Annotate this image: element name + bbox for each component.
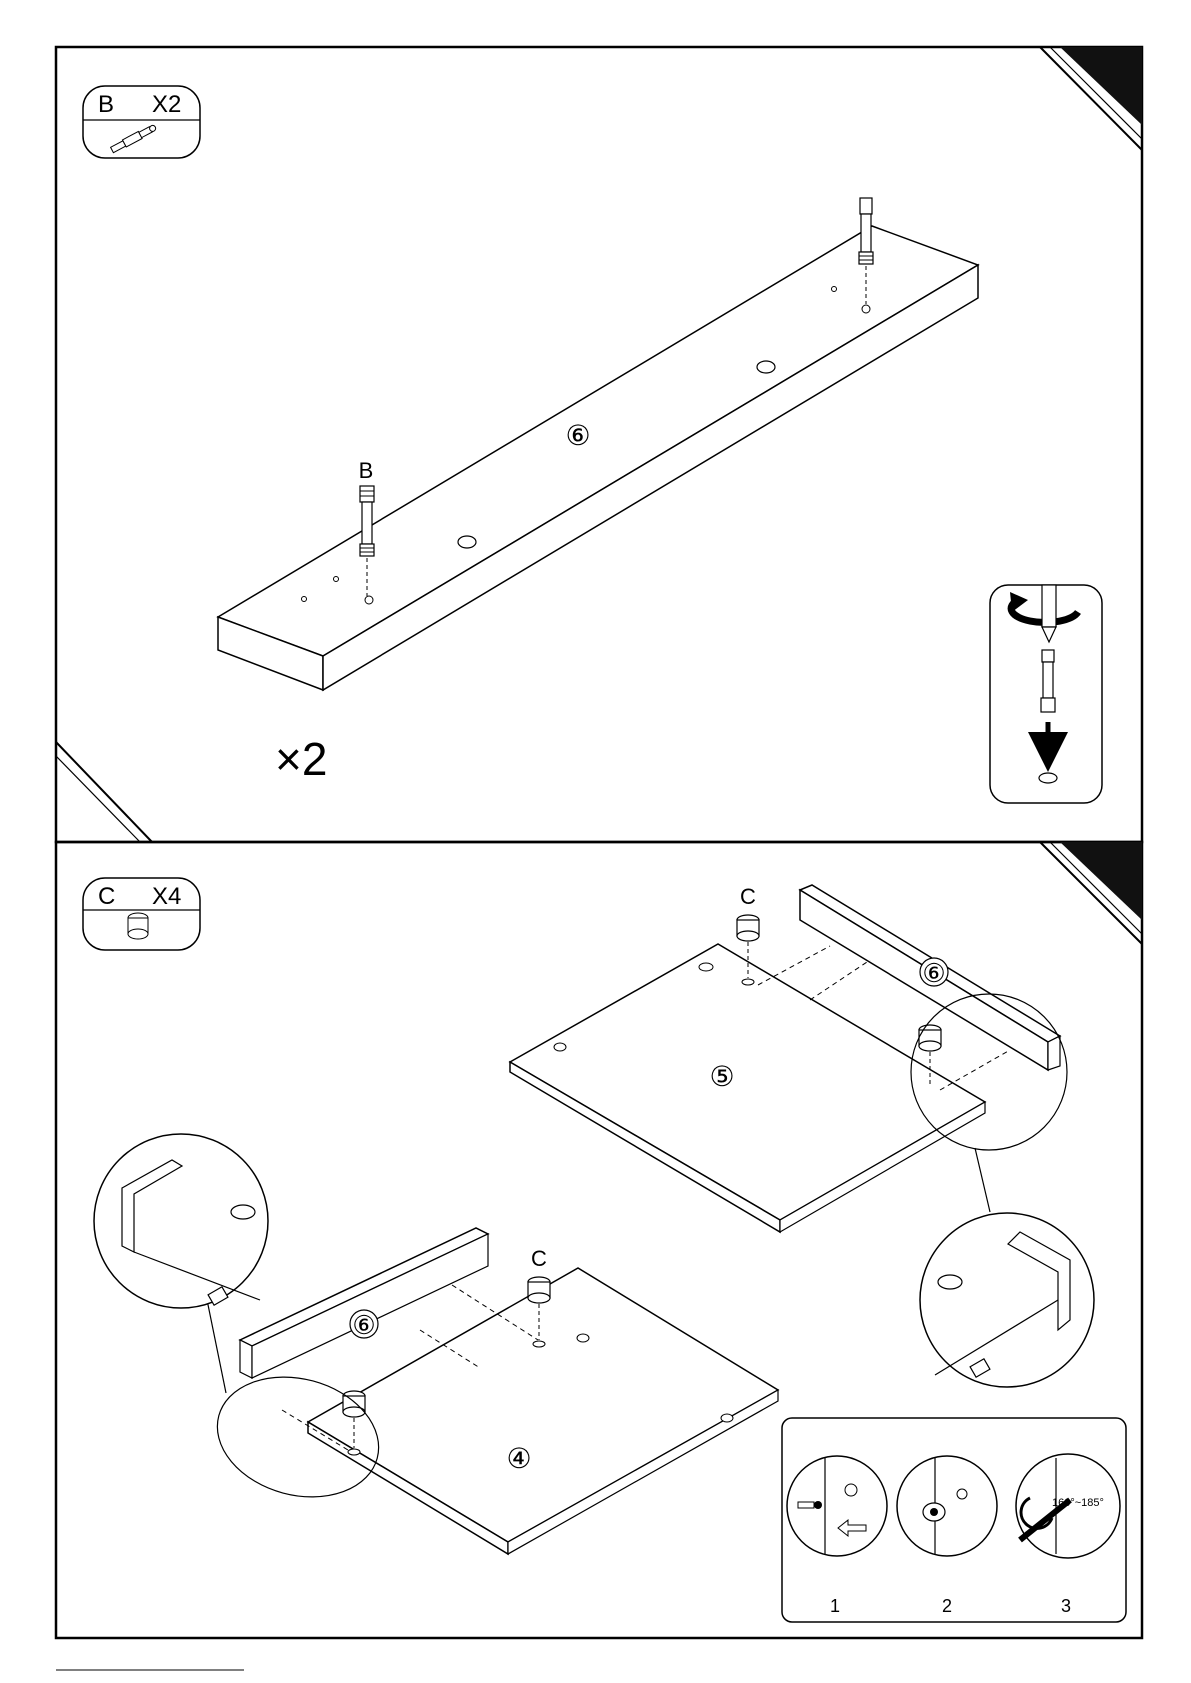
cam-lock-icon xyxy=(128,913,148,939)
screwdriver-icon xyxy=(1042,585,1056,627)
parts-letter: B xyxy=(98,91,114,118)
side-number-label: ⑥ xyxy=(922,958,945,988)
step-number: 2 xyxy=(942,1596,952,1616)
parts-quantity: X4 xyxy=(152,883,181,910)
panel-2: C X4 ⑤ ⑥ xyxy=(56,842,1142,1638)
board-top-face xyxy=(218,226,978,656)
board-number-label: ④ xyxy=(506,1443,531,1474)
board-6-long: ⑥ xyxy=(218,226,978,690)
corner-rule-bottom-left xyxy=(56,742,152,842)
zoom-detail-left xyxy=(94,1134,268,1308)
step-sequence-box: 1 2 160°~185° 3 xyxy=(782,1418,1126,1622)
hole xyxy=(757,361,775,373)
corner-mark-top-right-2 xyxy=(1060,842,1142,920)
upper-assembly: ⑤ ⑥ C xyxy=(510,884,1067,1232)
parts-box-b: B X2 xyxy=(83,86,200,158)
screwdriver-inset xyxy=(990,585,1102,803)
zoom-detail-right xyxy=(920,1213,1094,1387)
panel-1: B X2 ⑥ xyxy=(56,47,1142,842)
cam-label: C xyxy=(531,1246,547,1271)
board-side-face xyxy=(323,265,978,690)
multiplier-label: ×2 xyxy=(275,733,327,785)
parts-box-c: C X4 xyxy=(83,878,200,950)
step-number: 1 xyxy=(830,1596,840,1616)
corner-mark-top-right xyxy=(1060,47,1142,125)
cam-label: C xyxy=(740,884,756,909)
board-number-label: ⑥ xyxy=(565,420,590,451)
side-number-label: ⑥ xyxy=(352,1310,375,1340)
angle-label: 160°~185° xyxy=(1052,1497,1104,1509)
parts-quantity: X2 xyxy=(152,91,181,118)
step-number: 3 xyxy=(1061,1596,1071,1616)
parts-letter: C xyxy=(98,883,115,910)
lower-assembly: ④ ⑥ C xyxy=(204,1228,778,1554)
hole xyxy=(458,536,476,548)
bolt-label: B xyxy=(359,458,374,483)
board-number-label: ⑤ xyxy=(709,1061,734,1092)
